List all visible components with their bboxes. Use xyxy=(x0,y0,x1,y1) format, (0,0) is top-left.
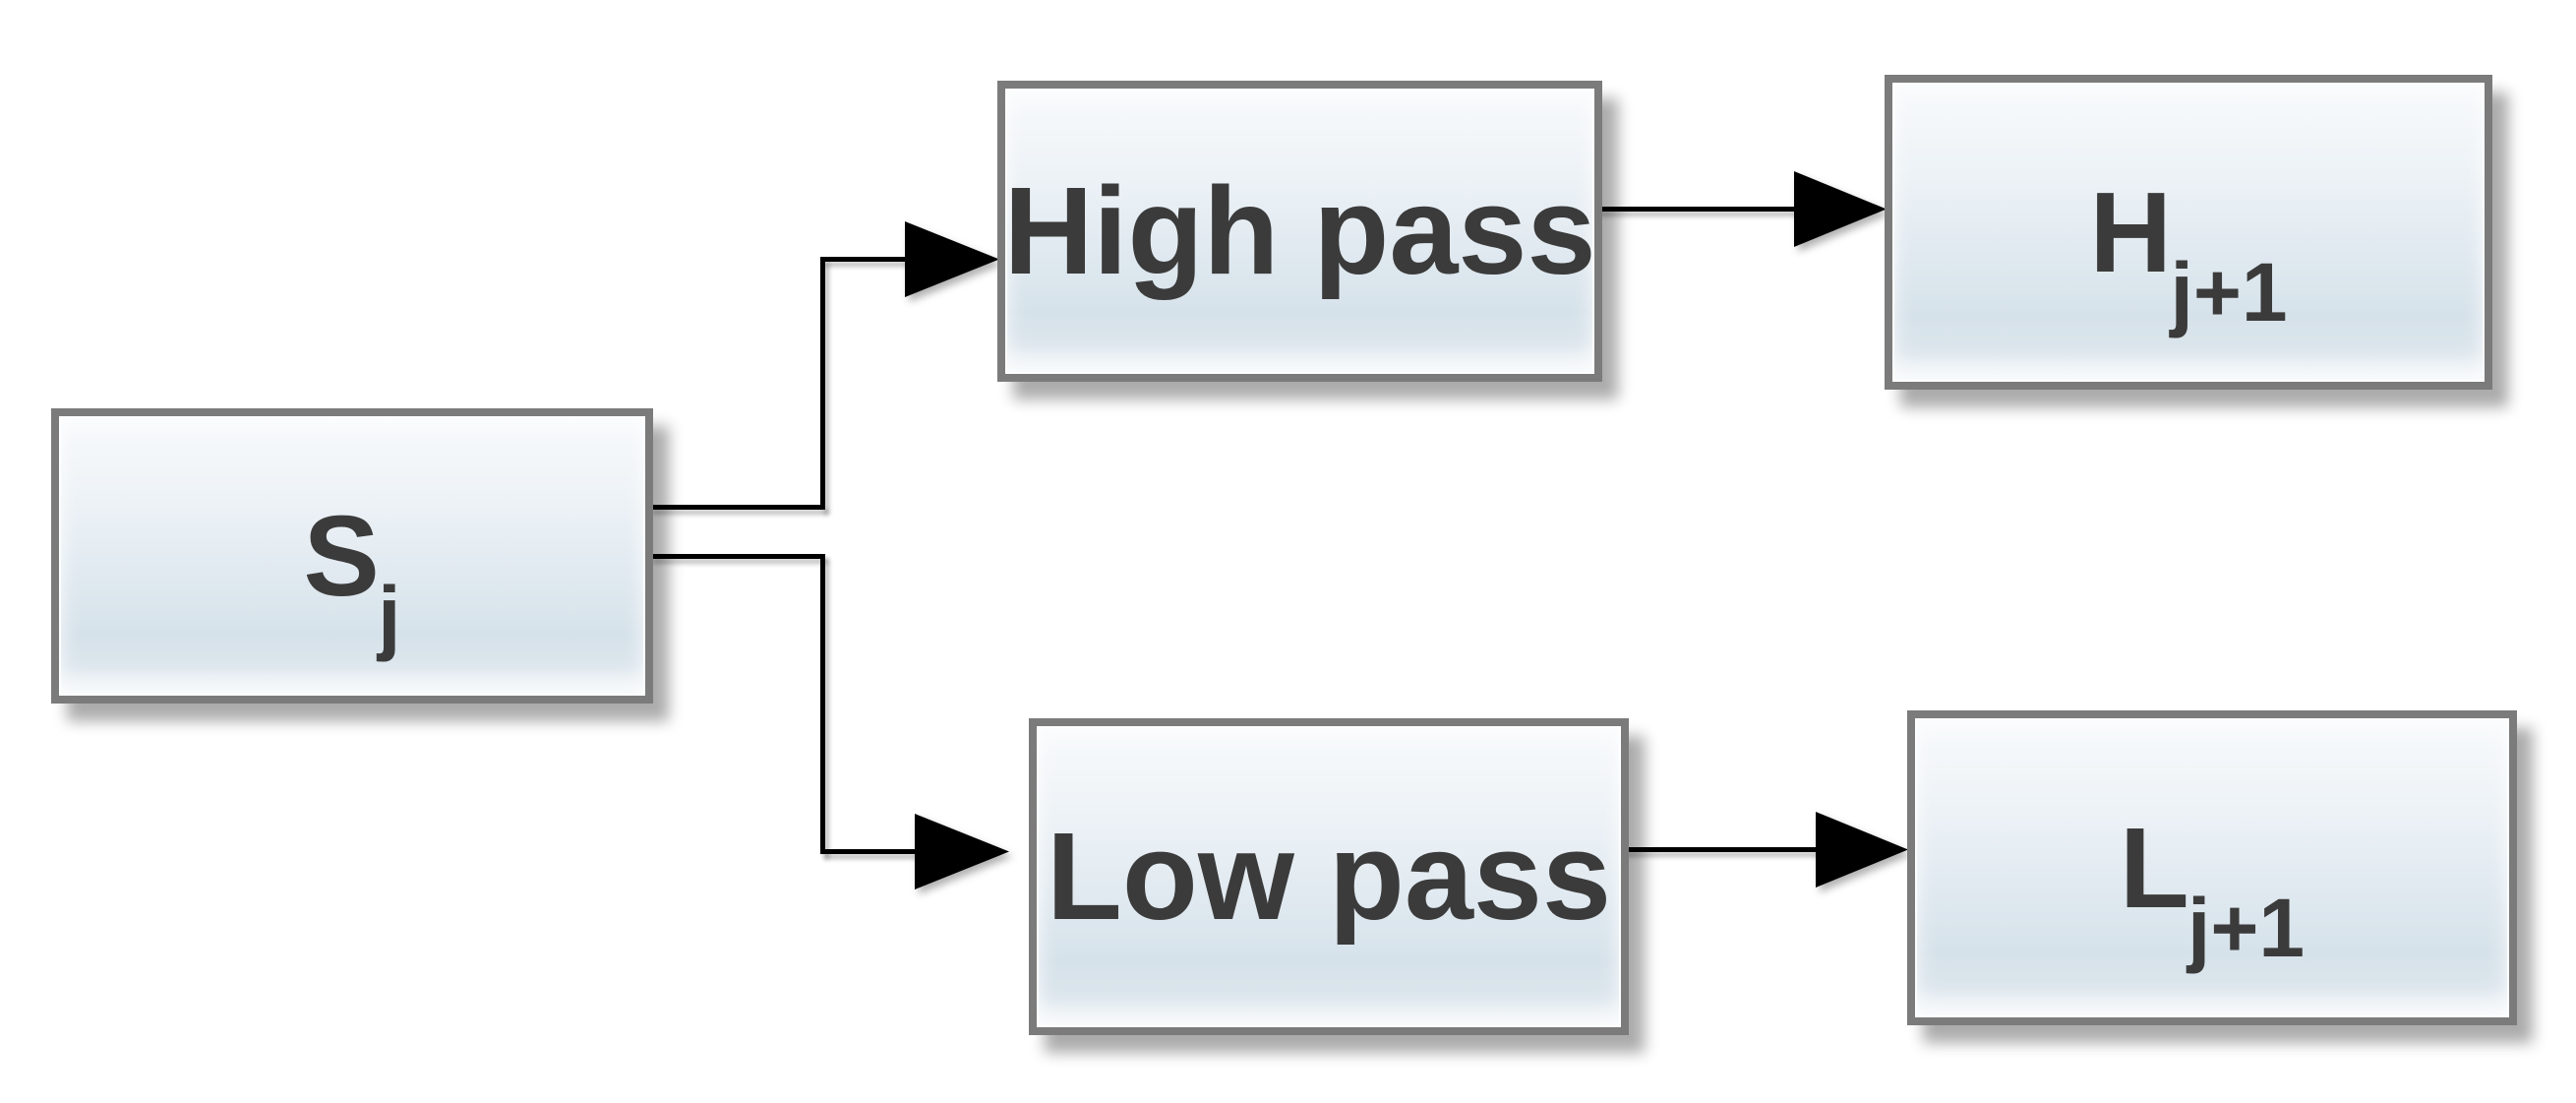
connector-source-stub-bottom xyxy=(649,554,824,559)
high-output-symbol: H xyxy=(2089,168,2173,296)
node-low-pass-filter-box: Low pass xyxy=(1029,718,1629,1035)
connector-branch-down xyxy=(820,554,825,854)
source-signal-symbol: S xyxy=(303,492,380,620)
high-pass-filter-label: High pass xyxy=(1003,161,1596,300)
high-output-subscript: j+1 xyxy=(2170,246,2288,339)
arrowhead-into-l-output xyxy=(1816,812,1908,888)
arrowhead-triangle xyxy=(1794,171,1887,247)
arrowhead-into-h-output xyxy=(1794,171,1887,247)
connector-high-pass-to-h xyxy=(1594,207,1803,212)
node-high-pass-filter-box: High pass xyxy=(997,81,1602,382)
connector-branch-up xyxy=(820,257,825,510)
connector-to-low-pass xyxy=(820,849,927,854)
arrowhead-into-high-pass xyxy=(905,221,999,297)
low-output-subscript: j+1 xyxy=(2187,882,2306,975)
low-pass-filter-label: Low pass xyxy=(1046,807,1612,946)
node-high-output-box: Hj+1 xyxy=(1885,75,2492,390)
low-output-label: Lj+1 xyxy=(2120,811,2305,969)
arrowhead-into-low-pass xyxy=(915,814,1009,889)
arrowhead-triangle xyxy=(905,221,999,297)
connector-source-stub-top xyxy=(649,505,824,510)
connector-low-pass-to-l xyxy=(1621,847,1823,852)
node-source-signal-box: Sj xyxy=(51,408,653,704)
arrowhead-triangle xyxy=(915,814,1009,889)
high-output-label: Hj+1 xyxy=(2089,175,2287,334)
arrowhead-triangle xyxy=(1816,812,1908,888)
low-output-symbol: L xyxy=(2119,804,2189,932)
node-low-output-box: Lj+1 xyxy=(1907,710,2517,1025)
source-signal-label: Sj xyxy=(303,499,400,657)
source-signal-subscript: j xyxy=(378,570,401,663)
connector-to-high-pass xyxy=(820,257,923,262)
